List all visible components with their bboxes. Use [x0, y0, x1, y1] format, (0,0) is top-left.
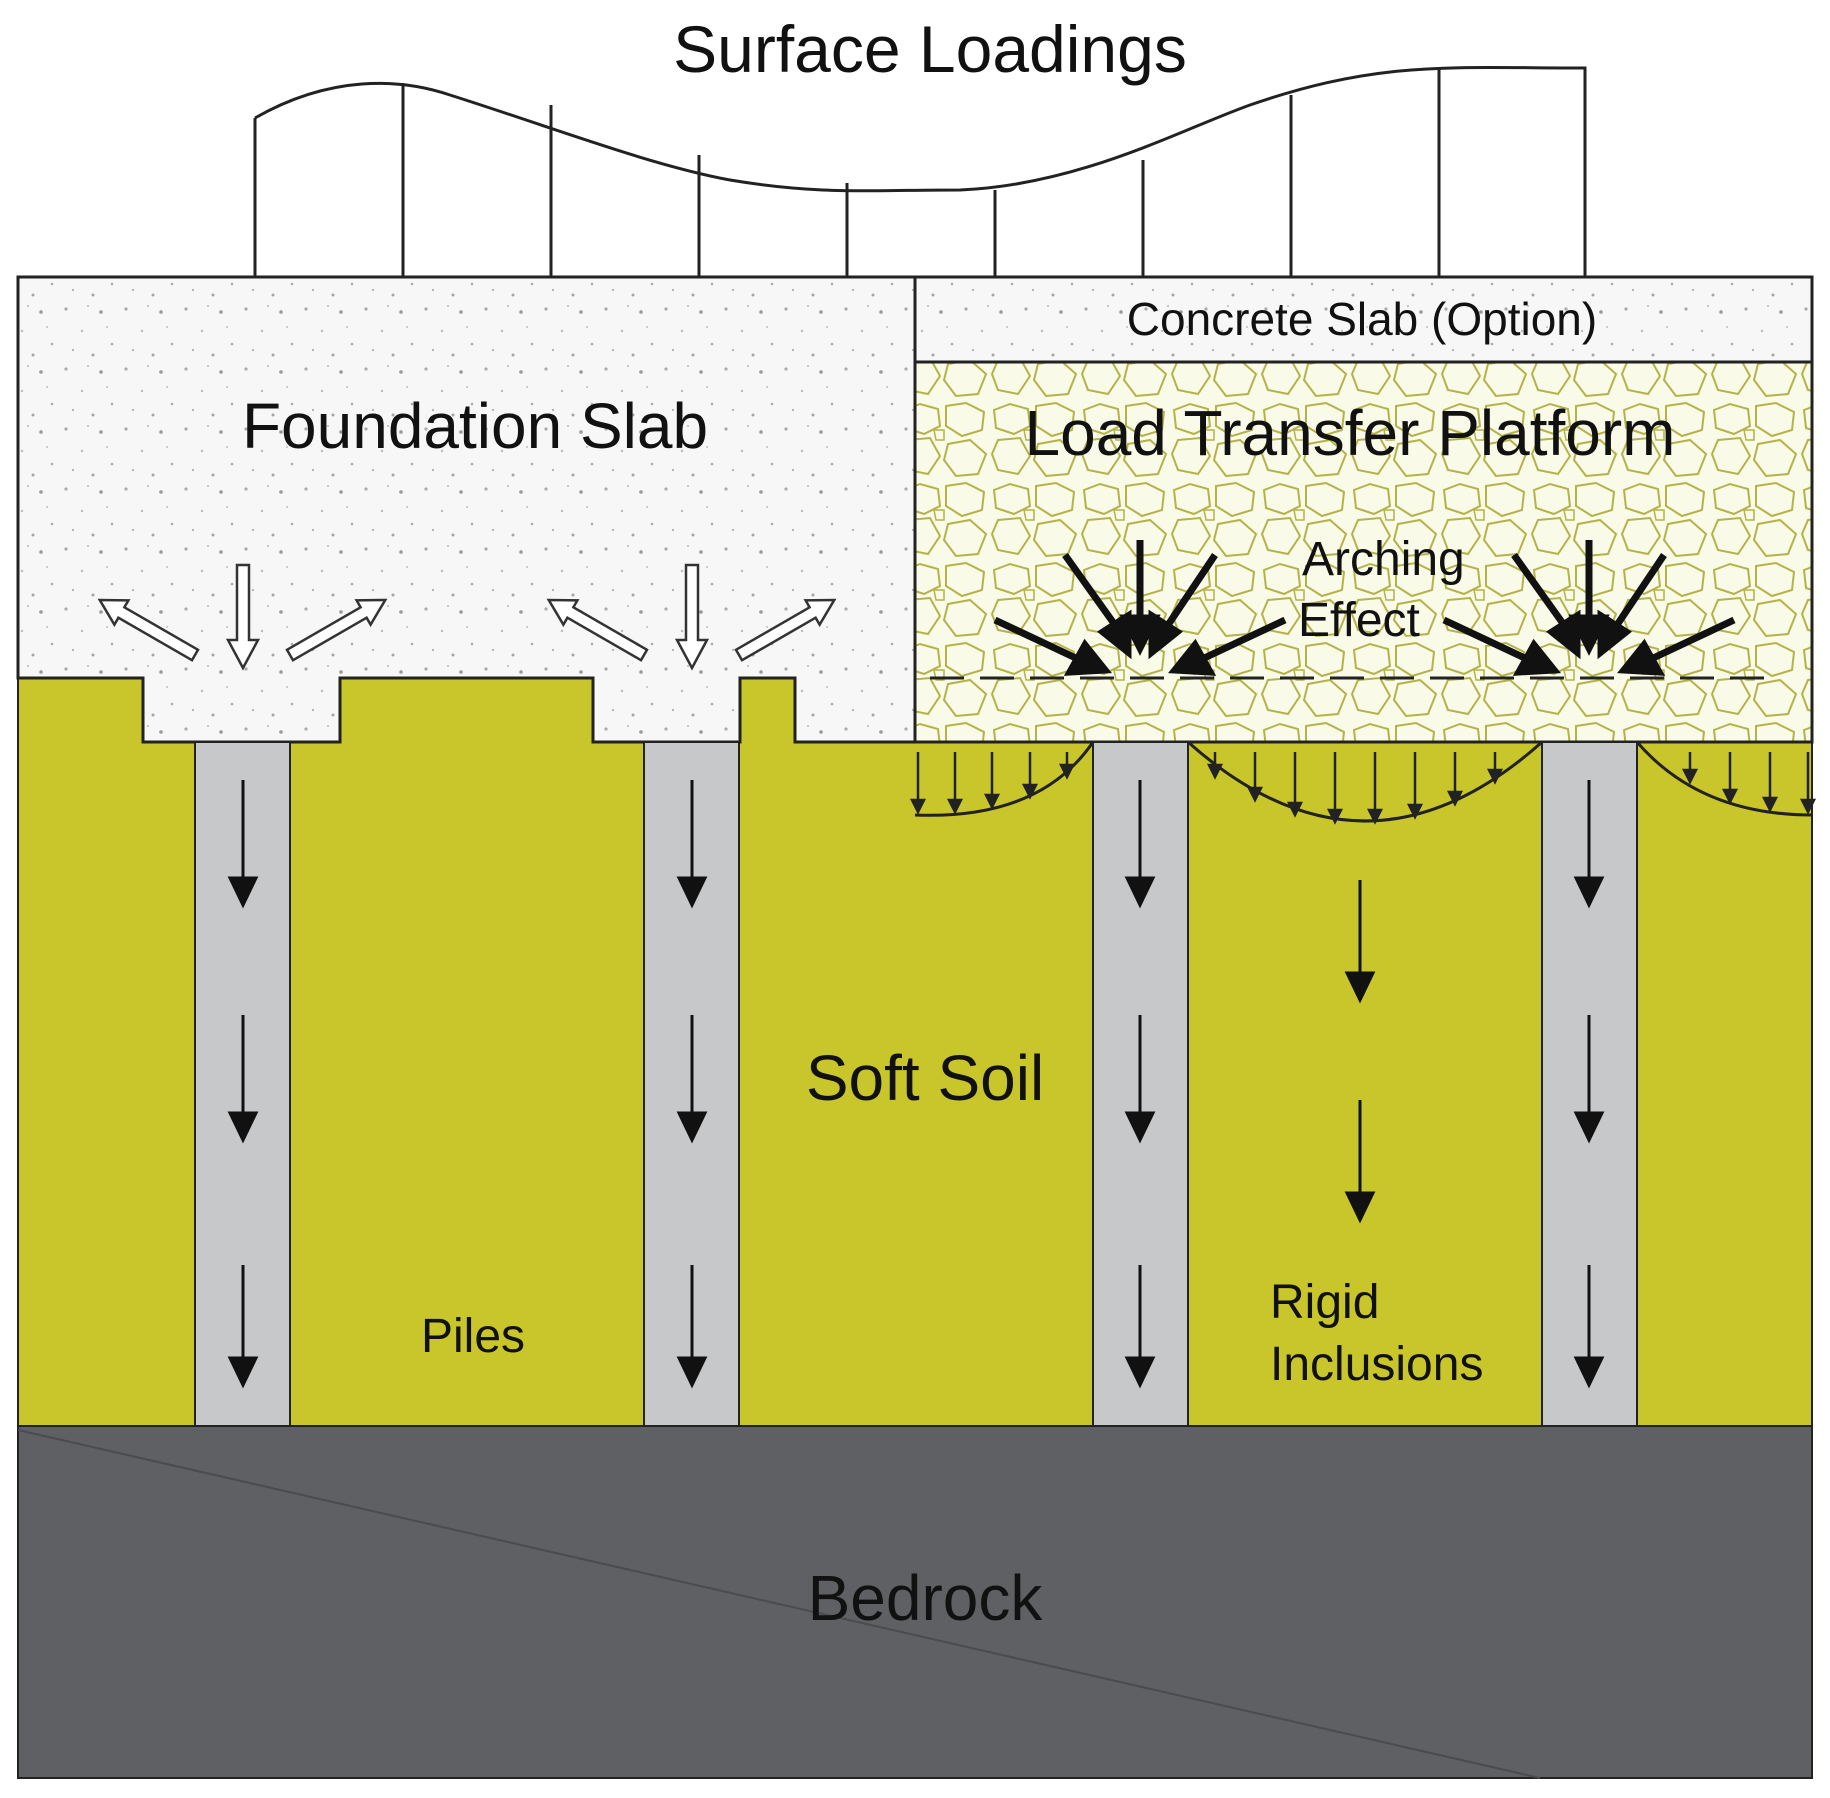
bedrock-label: Bedrock — [808, 1562, 1044, 1634]
soil-reaction-arrows — [909, 752, 1817, 825]
foundation-slab-label: Foundation Slab — [242, 390, 708, 462]
surface-load-lines — [253, 68, 1441, 277]
arching-arrows — [993, 540, 1736, 676]
foundation-load-arrows — [97, 563, 837, 671]
surface-load-curve — [254, 65, 1587, 277]
concrete-slab-label: Concrete Slab (Option) — [1127, 293, 1597, 345]
load-transfer-platform-label: Load Transfer Platform — [1025, 397, 1676, 469]
rigid-inclusions-label-line1: Rigid — [1270, 1276, 1379, 1329]
arching-effect-label-line1: Arching — [1302, 533, 1465, 586]
foundation-slab — [16, 275, 917, 744]
piles-label: Piles — [421, 1310, 525, 1363]
pile-arrows — [227, 780, 1605, 1389]
bedrock-shade-line — [17, 1429, 1541, 1779]
soft-soil-label: Soft Soil — [806, 1042, 1044, 1114]
rigid-inclusions-label-line2: Inclusions — [1270, 1338, 1483, 1391]
surface-loadings-label: Surface Loadings — [673, 12, 1187, 86]
bedrock-layer — [17, 1425, 1813, 1779]
arching-effect-label-line2: Effect — [1298, 594, 1420, 647]
